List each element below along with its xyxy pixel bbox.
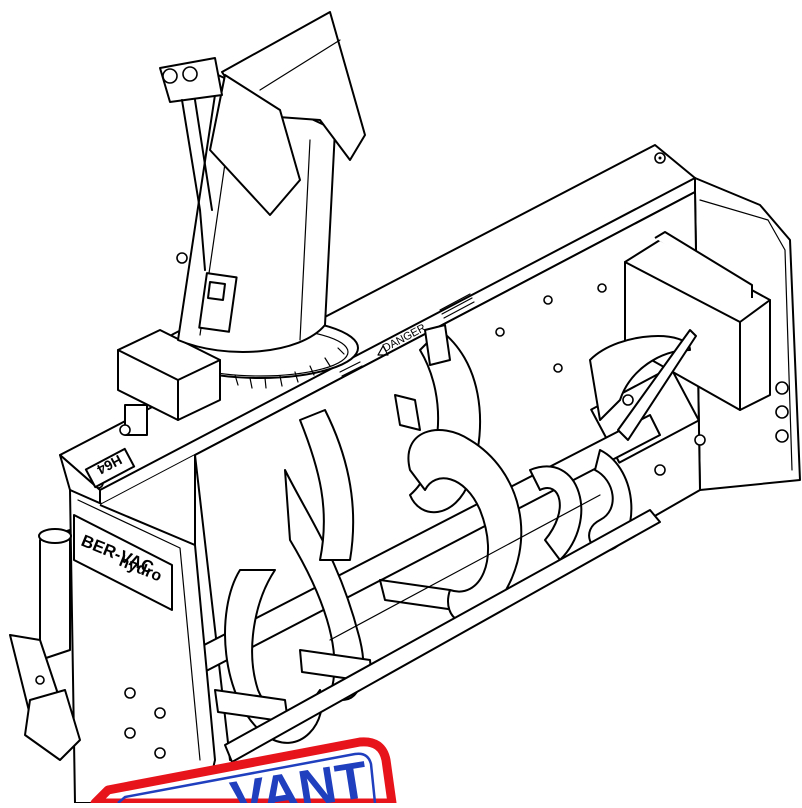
chute-control-rod — [159, 57, 223, 271]
auger-spiral-left — [214, 469, 456, 744]
left-end-plate — [59, 454, 216, 804]
approval-stamp: VANT — [90, 737, 397, 808]
chute-gearbox — [117, 329, 221, 436]
bottom-skid-rail — [224, 494, 661, 763]
chute-deflector — [209, 11, 366, 216]
hydraulic-cylinder — [9, 528, 81, 761]
brand-label-plate: BER-VAC hydro — [73, 514, 173, 611]
